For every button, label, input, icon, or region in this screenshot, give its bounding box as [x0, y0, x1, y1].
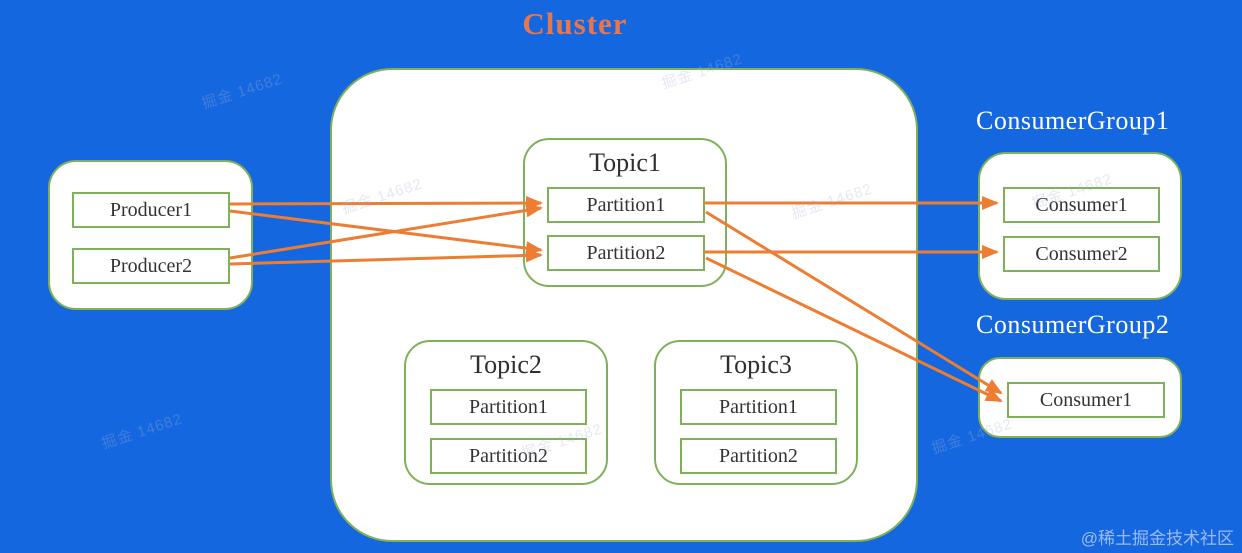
producer1-node: Producer1: [72, 192, 230, 228]
community-watermark: @稀土掘金技术社区: [1080, 529, 1234, 548]
producers-box: Producer1 Producer2: [48, 160, 253, 310]
topic3-partition2-node: Partition2: [680, 438, 837, 474]
consumer-group1-label: ConsumerGroup1: [976, 106, 1170, 135]
cg1-consumer1-node: Consumer1: [1003, 187, 1160, 223]
consumer-group2-label: ConsumerGroup2: [976, 310, 1170, 339]
topic3-title: Topic3: [720, 350, 792, 379]
cg1-consumer2-node: Consumer2: [1003, 236, 1160, 272]
consumer-group1-box: Consumer1 Consumer2: [978, 152, 1182, 300]
topic1-title: Topic1: [589, 148, 661, 177]
faint-watermark: 掘金 14682: [929, 415, 1015, 458]
producer2-node: Producer2: [72, 248, 230, 284]
topic2-box: Topic2 Partition1 Partition2: [404, 340, 608, 485]
topic1-box: Topic1 Partition1 Partition2: [523, 138, 727, 287]
faint-watermark: 掘金 14682: [99, 410, 185, 453]
faint-watermark: 掘金 14682: [199, 70, 285, 113]
diagram-title: Cluster: [522, 6, 628, 41]
topic2-title: Topic2: [470, 350, 542, 379]
topic3-partition1-node: Partition1: [680, 389, 837, 425]
topic2-partition2-node: Partition2: [430, 438, 587, 474]
topic3-box: Topic3 Partition1 Partition2: [654, 340, 858, 485]
topic2-partition1-node: Partition1: [430, 389, 587, 425]
topic1-partition2-node: Partition2: [547, 235, 705, 271]
cg2-consumer1-node: Consumer1: [1007, 382, 1165, 418]
consumer-group2-box: Consumer1: [978, 357, 1182, 438]
topic1-partition1-node: Partition1: [547, 187, 705, 223]
